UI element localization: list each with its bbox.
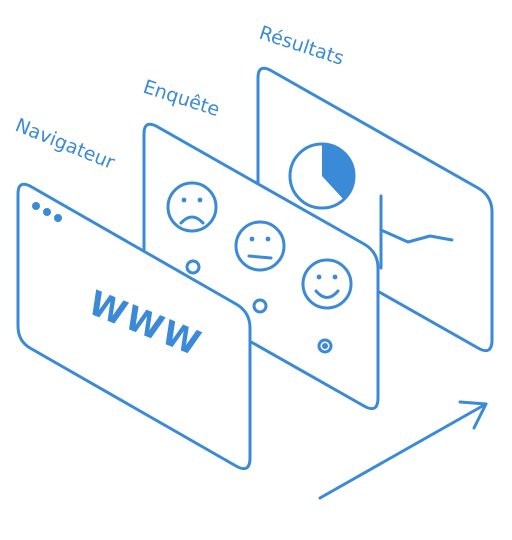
browser-dots-icon bbox=[32, 202, 62, 222]
line-chart-icon bbox=[379, 194, 454, 270]
happy-radio[interactable] bbox=[317, 338, 333, 354]
sad-radio[interactable] bbox=[185, 259, 201, 275]
arrow-icon bbox=[318, 400, 488, 500]
survey-label: Enquête bbox=[140, 76, 222, 121]
browser-label: Navigateur bbox=[12, 114, 118, 174]
results-label: Résultats bbox=[256, 22, 346, 70]
neutral-radio[interactable] bbox=[252, 298, 268, 314]
sad-face-icon bbox=[166, 181, 218, 233]
pie-chart-icon bbox=[288, 142, 356, 210]
happy-face-icon bbox=[301, 258, 353, 310]
neutral-face-icon bbox=[234, 220, 286, 272]
